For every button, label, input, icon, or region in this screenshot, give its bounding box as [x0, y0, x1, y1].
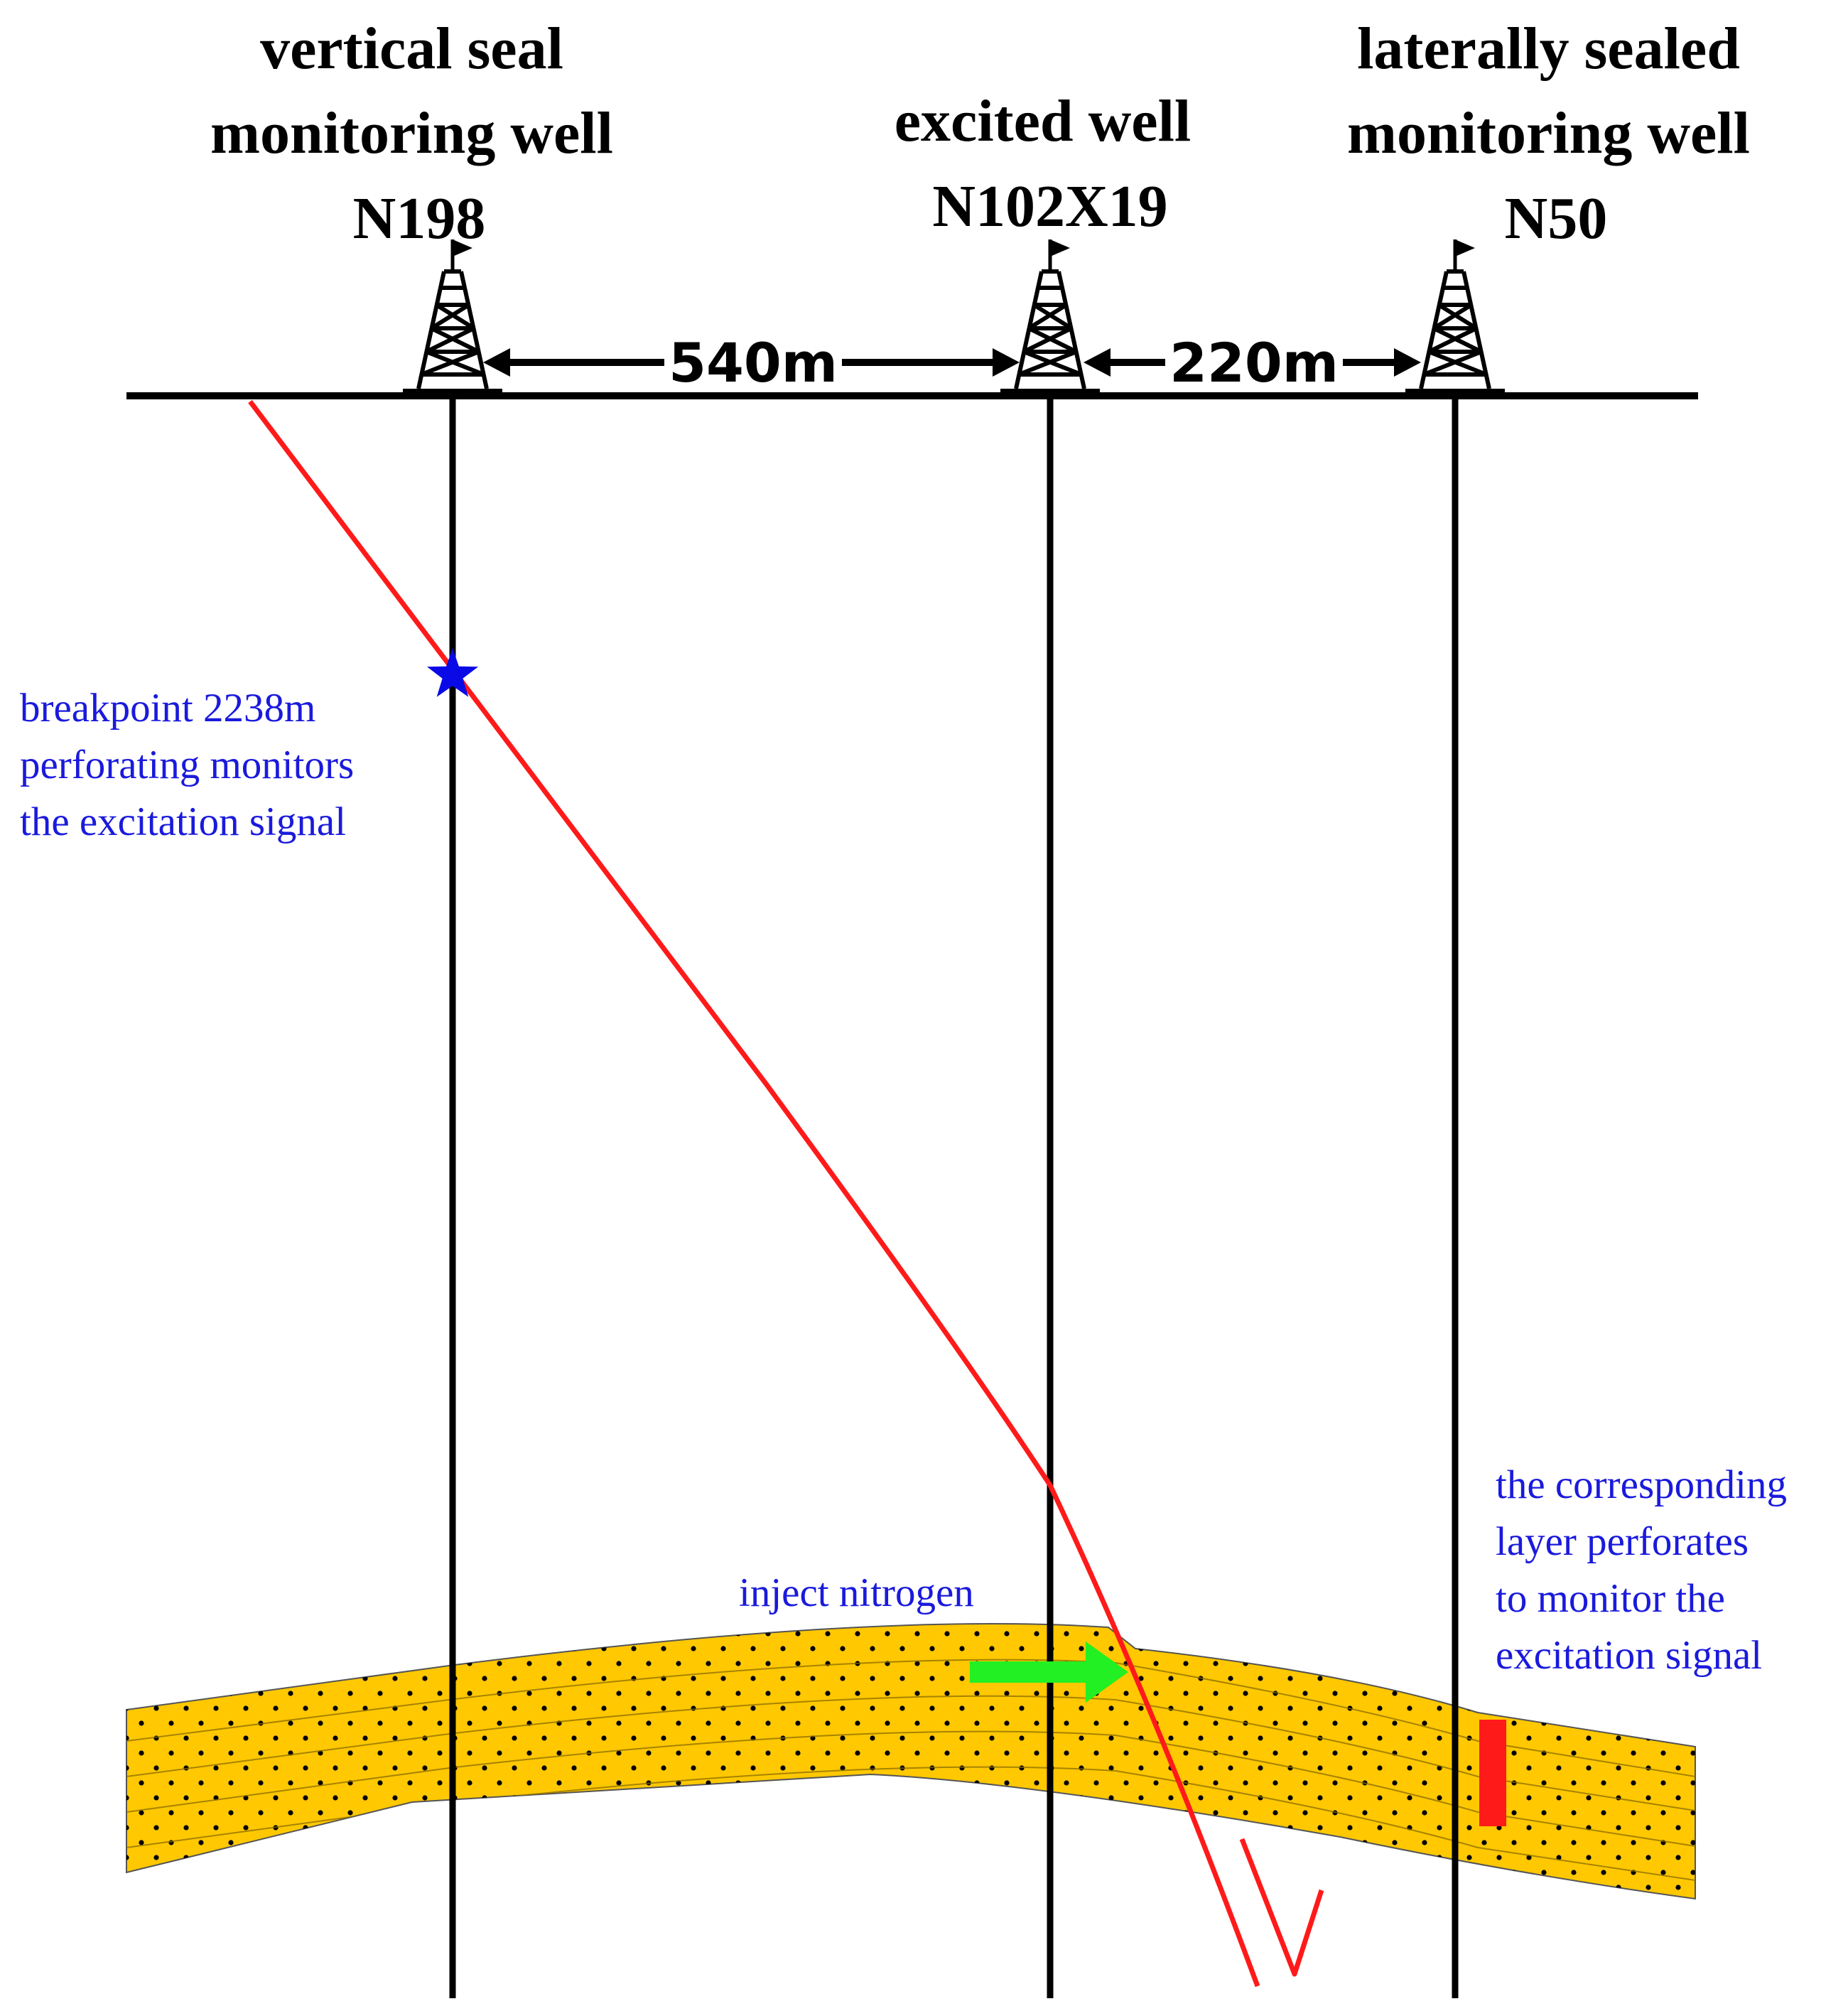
- well-title-line: N102X19: [932, 173, 1167, 239]
- bedding-line: [126, 1659, 1695, 1777]
- well-title-line: vertical seal: [260, 16, 563, 82]
- distance-label: 220m: [1169, 331, 1339, 394]
- well-title-line: laterally sealed: [1357, 16, 1740, 82]
- annotation-line: the excitation signal: [20, 799, 346, 844]
- well-title-line: excited well: [895, 88, 1192, 154]
- annotation-line: layer perforates: [1496, 1519, 1749, 1564]
- oil-derrick-icon: [1405, 239, 1505, 396]
- distance-arrow-220: 220m: [1084, 331, 1421, 394]
- oil-derrick-icon: [1000, 239, 1100, 396]
- well-title-n102x19: excited well N102X19: [895, 88, 1206, 239]
- fault-throw-mark: [1239, 1838, 1324, 1977]
- well-title-line: N198: [353, 185, 486, 252]
- well-title-n50: laterally sealed monitoring well N50: [1347, 16, 1765, 252]
- well-title-line: monitoring well: [210, 100, 613, 166]
- well-title-line: N50: [1505, 185, 1608, 252]
- bedding-line: [126, 1730, 1695, 1847]
- oil-derrick-icon: [403, 239, 502, 396]
- bedding-line: [126, 1766, 1695, 1881]
- reservoir-dots: [126, 1624, 1695, 1899]
- fault-line: [248, 399, 1260, 1988]
- well-title-line: monitoring well: [1347, 100, 1750, 166]
- annotation-line: to monitor the: [1496, 1576, 1725, 1621]
- annotation-line: the corresponding: [1496, 1462, 1787, 1507]
- green-arrow-icon: [970, 1642, 1128, 1703]
- reservoir-layer: [126, 1623, 1696, 1900]
- star-icon: [426, 648, 479, 697]
- inject-nitrogen-label: inject nitrogen: [739, 1570, 974, 1615]
- well-title-n198: vertical seal monitoring well N198: [210, 16, 628, 252]
- corresponding-layer-annotation: the corresponding layer perforates to mo…: [1496, 1462, 1797, 1678]
- breakpoint-annotation: breakpoint 2238m perforating monitors th…: [20, 686, 364, 844]
- distance-label: 540m: [669, 331, 838, 394]
- annotation-line: excitation signal: [1496, 1633, 1762, 1678]
- annotation-line: breakpoint 2238m: [20, 686, 315, 731]
- perforation-mark: [1479, 1720, 1506, 1826]
- bedding-line: [126, 1695, 1695, 1811]
- distance-arrow-540: 540m: [483, 331, 1020, 394]
- annotation-line: perforating monitors: [20, 743, 354, 787]
